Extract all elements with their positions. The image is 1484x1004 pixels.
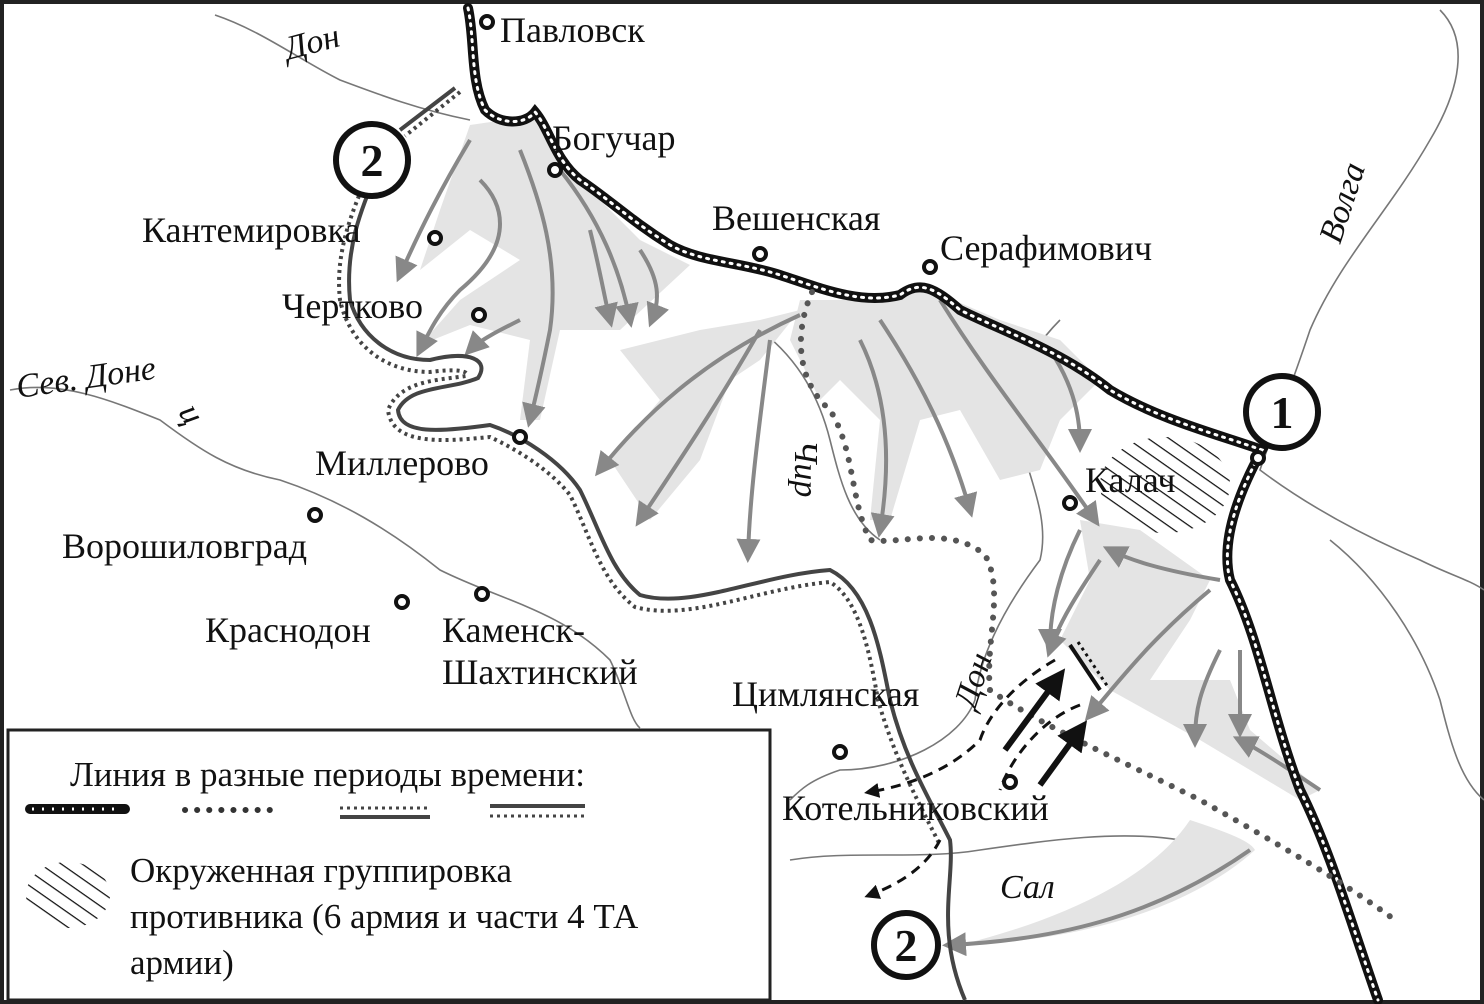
legend-line-period-3 — [340, 806, 430, 819]
city-tsimlyanskaya: Цимлянская — [732, 674, 919, 714]
marker-1: 1 — [1243, 373, 1321, 451]
city-kalach: Калач — [1085, 460, 1175, 500]
encircled-group-hatch — [1100, 437, 1230, 533]
river-chir: Чир — [787, 440, 824, 497]
city-millerovo: Миллерово — [315, 443, 489, 483]
city-boguchar: Богучар — [552, 118, 676, 158]
legend-line-period-4 — [490, 804, 585, 818]
legend: Линия в разные периоды времени: Окруженн… — [6, 728, 772, 1002]
city-markers — [307, 14, 1266, 790]
svg-text:2: 2 — [895, 920, 918, 971]
city-kotelnikovsky: Котельниковский — [782, 788, 1049, 828]
city-kamensk-line2: Шахтинский — [442, 652, 638, 692]
legend-encircled-line3: армии) — [130, 943, 234, 982]
legend-hatch-icon — [26, 862, 110, 928]
city-krasnodon: Краснодон — [205, 610, 371, 650]
front-line-period-2 — [797, 289, 1398, 923]
city-chertkovo: Чертково — [282, 286, 423, 326]
city-serafimovich: Серафимович — [940, 228, 1152, 268]
legend-encircled-line1: Окруженная группировка — [130, 851, 513, 890]
offensive-arrows — [395, 138, 1322, 957]
city-labels: Павловск Богучар Кантемировка Вешенская … — [62, 10, 1175, 828]
front-line-period-3-4 — [337, 86, 967, 1001]
front-line-period-1 — [463, 3, 1383, 1004]
city-kantemirovka: Кантемировка — [142, 210, 360, 250]
counterattack-arrows — [864, 641, 1110, 899]
city-voroshilovgrad: Ворошиловград — [62, 526, 307, 566]
marker-2-top: 2 — [333, 121, 411, 199]
city-pavlovsk: Павловск — [500, 10, 645, 50]
svg-text:2: 2 — [361, 135, 384, 186]
svg-text:1: 1 — [1271, 387, 1294, 438]
legend-encircled-line2: противника (6 армия и части 4 ТА — [130, 897, 639, 936]
marker-2-bottom: 2 — [871, 910, 941, 980]
river-sal: Сал — [1000, 869, 1055, 906]
city-kamensk: Каменск- — [442, 610, 585, 650]
city-veshenskaya: Вешенская — [712, 198, 880, 238]
legend-title: Линия в разные периоды времени: — [70, 755, 585, 794]
